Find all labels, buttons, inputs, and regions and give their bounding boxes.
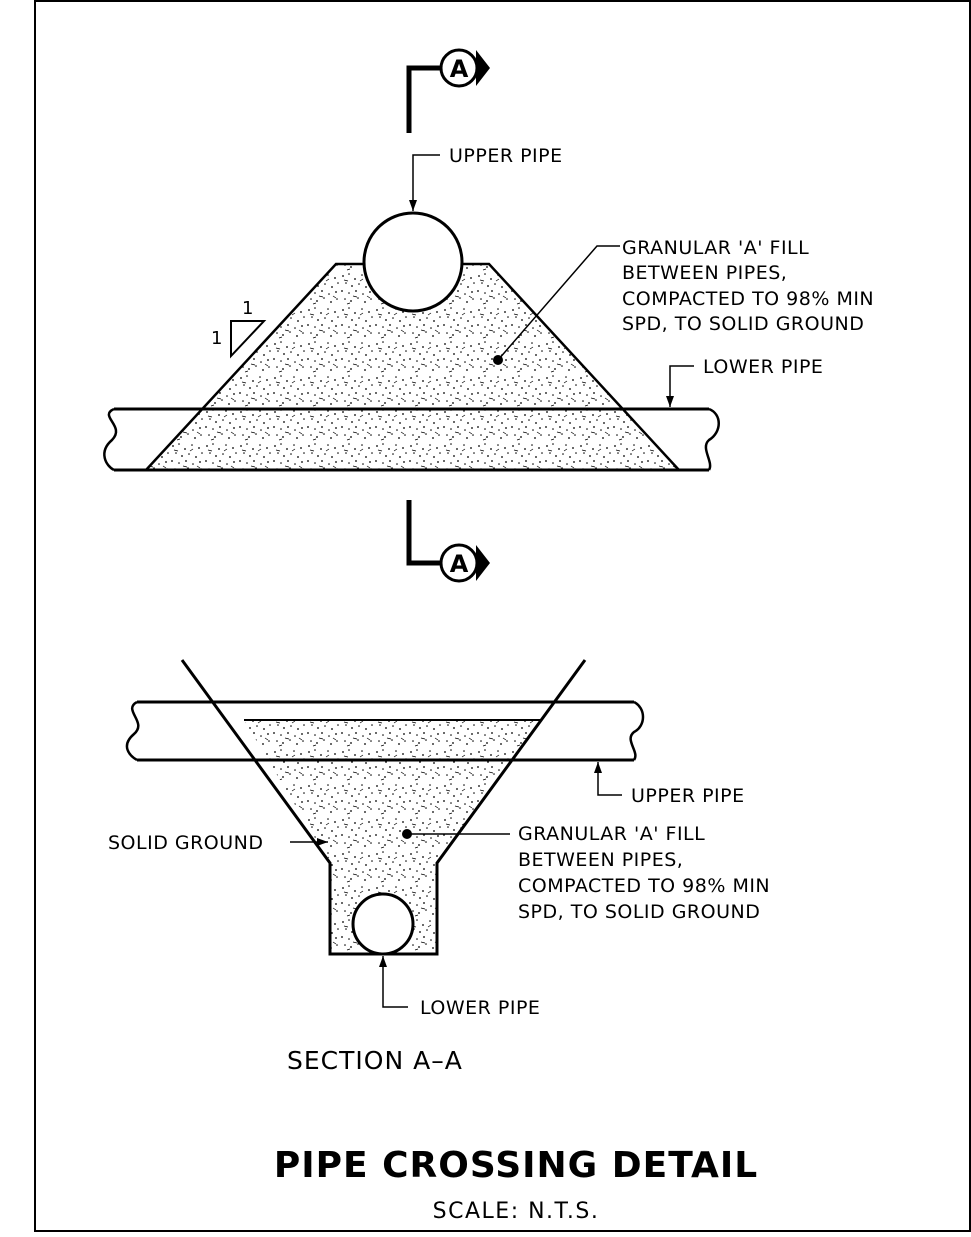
section-upper-pipe-label: UPPER PIPE	[631, 785, 745, 807]
section-fill-note-line-1: GRANULAR 'A' FILL	[518, 823, 705, 845]
section-fill-note-line-2: BETWEEN PIPES,	[518, 849, 683, 871]
section-view: UPPER PIPE SOLID GROUND GRANULAR 'A' FIL…	[108, 659, 770, 1075]
sheet-border	[34, 0, 971, 1232]
section-upper-pipe	[125, 700, 645, 762]
section-marker-bottom-letter: A	[450, 550, 469, 578]
plan-upper-pipe-callout: UPPER PIPE	[409, 145, 563, 211]
drawing-scale: SCALE: N.T.S.	[433, 1199, 600, 1224]
section-lower-pipe-callout: LOWER PIPE	[379, 956, 540, 1019]
section-marker-top: A	[406, 48, 490, 133]
slope-run-label: 1	[211, 328, 222, 349]
solid-ground-label: SOLID GROUND	[108, 832, 264, 854]
plan-lower-pipe-label: LOWER PIPE	[703, 356, 823, 378]
section-marker-top-letter: A	[450, 55, 469, 83]
section-granular-fill	[244, 720, 540, 954]
section-fill-callout: GRANULAR 'A' FILL BETWEEN PIPES, COMPACT…	[402, 823, 770, 923]
plan-upper-pipe-label: UPPER PIPE	[449, 145, 563, 167]
plan-lower-pipe-callout: LOWER PIPE	[666, 356, 823, 407]
slope-indicator: 1 1	[211, 298, 267, 359]
plan-upper-pipe	[362, 211, 464, 313]
section-marker-bottom: A	[406, 500, 490, 583]
plan-view: 1 1 A UPPER PIPE GRANULAR 'A' FILL BETWE…	[103, 48, 874, 583]
section-fill-note-line-4: SPD, TO SOLID GROUND	[518, 901, 760, 923]
section-lower-pipe-label: LOWER PIPE	[420, 997, 540, 1019]
plan-fill-callout: GRANULAR 'A' FILL BETWEEN PIPES, COMPACT…	[493, 237, 874, 365]
plan-lower-pipe	[103, 407, 720, 472]
plan-fill-note-line-1: GRANULAR 'A' FILL	[622, 237, 809, 259]
slope-rise-label: 1	[242, 298, 253, 319]
plan-fill-note-line-2: BETWEEN PIPES,	[622, 262, 787, 284]
solid-ground-callout: SOLID GROUND	[108, 832, 328, 854]
plan-fill-note-line-4: SPD, TO SOLID GROUND	[622, 313, 864, 335]
section-lower-pipe	[351, 892, 415, 956]
drawing-title: PIPE CROSSING DETAIL	[274, 1145, 758, 1186]
title-block: PIPE CROSSING DETAIL SCALE: N.T.S.	[274, 1145, 758, 1224]
section-upper-pipe-callout: UPPER PIPE	[594, 762, 745, 807]
section-fill-note-line-3: COMPACTED TO 98% MIN	[518, 875, 770, 897]
section-title: SECTION A–A	[287, 1046, 463, 1075]
plan-fill-note-line-3: COMPACTED TO 98% MIN	[622, 288, 874, 310]
